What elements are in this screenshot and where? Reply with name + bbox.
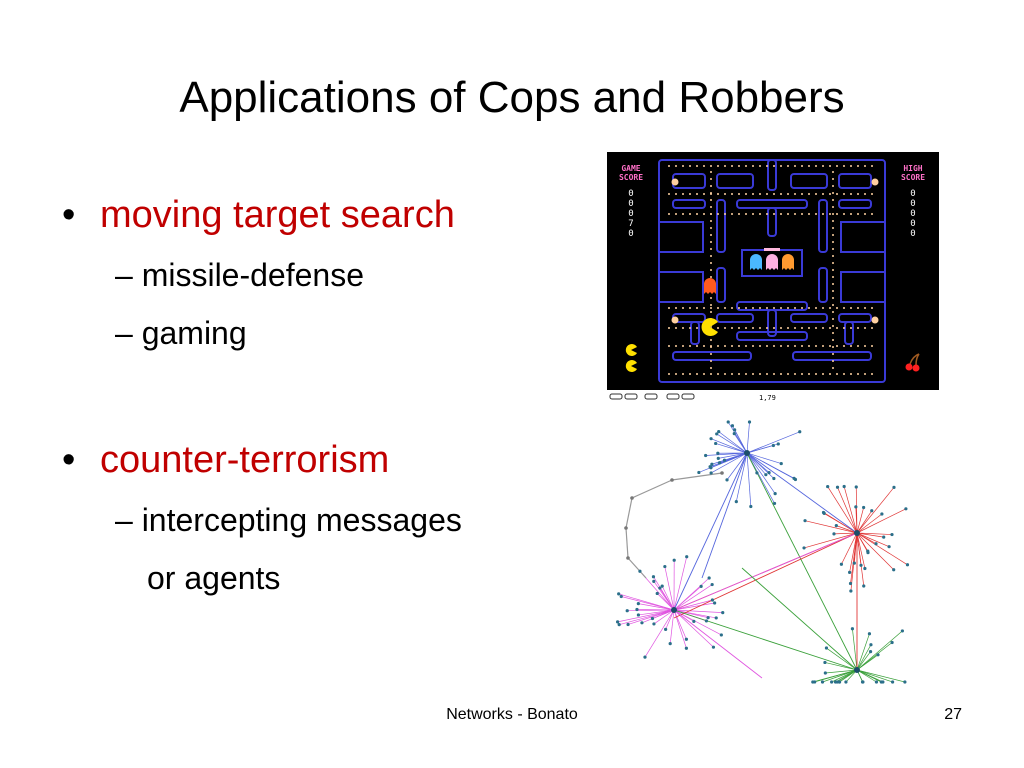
slide-title: Applications of Cops and Robbers [179,73,845,122]
life-pacman-icon [625,344,637,356]
score-digit: 0 [628,209,633,219]
page-number: 27 [944,706,962,723]
game-bottom-text: 1,79 [759,394,776,402]
high-score-label: HIGH [903,164,922,173]
subitem-missile-defense: – missile-defense [115,257,364,293]
maze-walls [658,159,886,383]
power-pellet [871,178,879,186]
terrorist-network-image [612,418,922,686]
game-score-label: GAME [621,164,640,173]
score-digit: 0 [628,199,633,209]
high-score-digit: 0 [910,219,915,229]
high-score-digit: 0 [910,209,915,219]
bullet-text: counter-terrorism [100,439,390,481]
cherry-icon [905,353,920,372]
subitem-gaming: – gaming [115,315,247,351]
footer-title: Networks - Bonato [446,706,578,723]
score-digit: 0 [628,189,633,199]
bullet-marker: • [62,439,76,481]
subitem-intercepting-messages: – intercepting messages [115,502,462,538]
ghost-red [704,278,716,294]
high-score-digit: 0 [910,189,915,199]
pacman-game-image: GAME SCORE HIGH SCORE 0 0 0 7 0 0 0 0 0 … [607,152,939,404]
score-digit: 7 [628,219,633,229]
life-pacman-icon [625,360,637,372]
bullet-counter-terrorism: • counter-terrorism [62,437,389,483]
ghost-blue [750,254,762,270]
high-score-digit: 0 [910,199,915,209]
bullet-text: moving target search [100,194,455,236]
bullet-marker: • [62,194,76,236]
power-pellet [871,316,879,324]
ghost-pink [766,254,778,270]
high-score-digit: 0 [910,229,915,239]
power-pellet [671,316,679,324]
game-score-label-2: SCORE [619,173,643,182]
pacman-player-icon [701,318,718,336]
score-digit: 0 [628,229,633,239]
power-pellet [671,178,679,186]
bullet-moving-target-search: • moving target search [62,192,455,238]
ghost-house-door [764,248,780,251]
ghost-orange [782,254,794,270]
high-score-label-2: SCORE [901,173,925,182]
subitem-continuation: or agents [147,560,281,596]
